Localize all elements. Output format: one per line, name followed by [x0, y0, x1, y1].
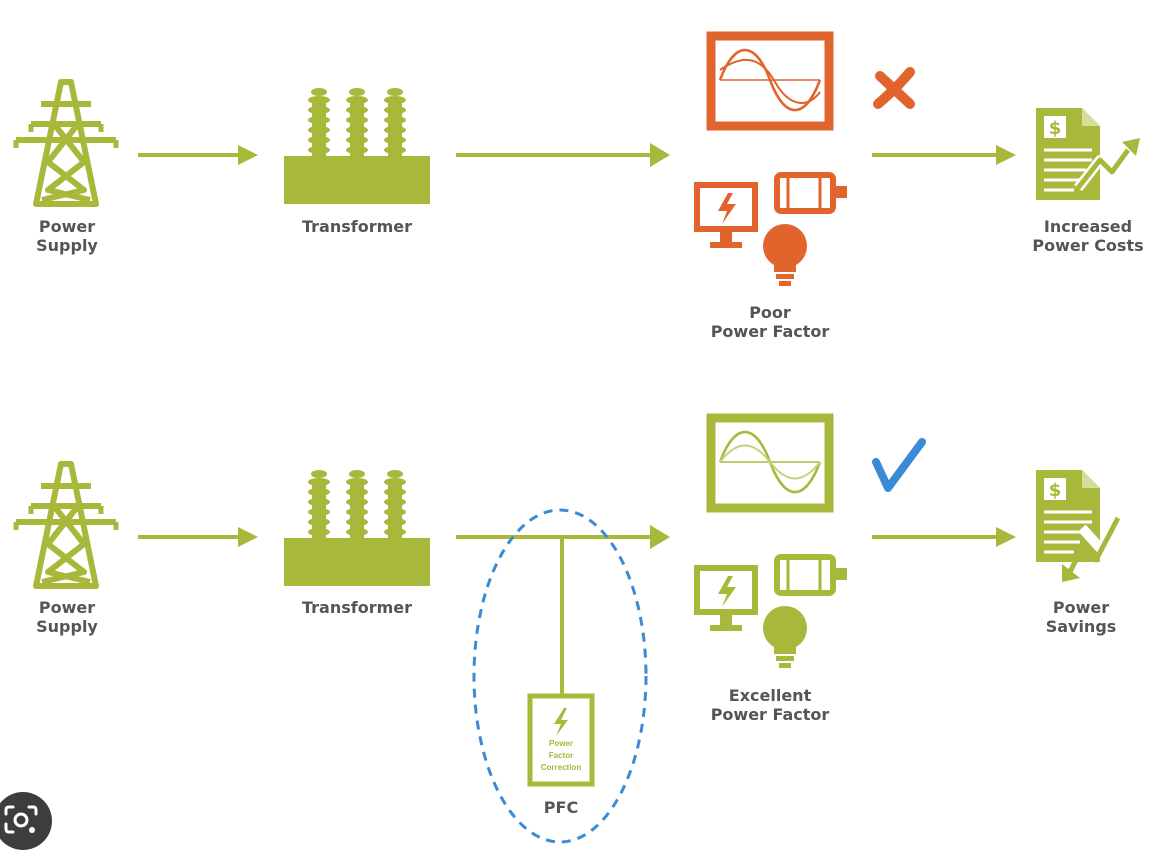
arrow: [456, 525, 670, 549]
computer-icon: [694, 182, 758, 248]
transformer-label: Transformer: [301, 598, 412, 617]
waveform-monitor-icon: [706, 31, 834, 131]
tower-icon: [16, 82, 116, 204]
motor-icon: [774, 172, 847, 214]
transformer-icon: [284, 470, 430, 586]
light-bulb-icon: [763, 606, 807, 668]
waveform-monitor-icon: [706, 413, 834, 513]
arrow: [138, 527, 258, 547]
check-mark-icon: [872, 438, 926, 492]
arrow: [872, 527, 1016, 547]
invoice-icon: [1034, 468, 1125, 582]
pfc-label: PFC: [543, 798, 579, 817]
transformer-label: Transformer: [301, 217, 412, 236]
light-bulb-icon: [763, 224, 807, 286]
cross-mark-icon: [873, 67, 915, 109]
tower-icon: [16, 464, 116, 586]
computer-icon: [694, 565, 758, 631]
lightning-icon: [554, 708, 568, 736]
pfc-device: [527, 693, 595, 787]
pfc-highlight-ellipse: [472, 508, 648, 844]
motor-icon: [774, 554, 847, 596]
arrow: [872, 145, 1016, 165]
lens-search-button[interactable]: [0, 792, 52, 850]
invoice-icon: [1034, 106, 1140, 202]
transformer-icon: [284, 88, 430, 204]
camera-lens-icon: [4, 805, 38, 834]
arrow: [138, 145, 258, 165]
arrow: [456, 143, 670, 167]
